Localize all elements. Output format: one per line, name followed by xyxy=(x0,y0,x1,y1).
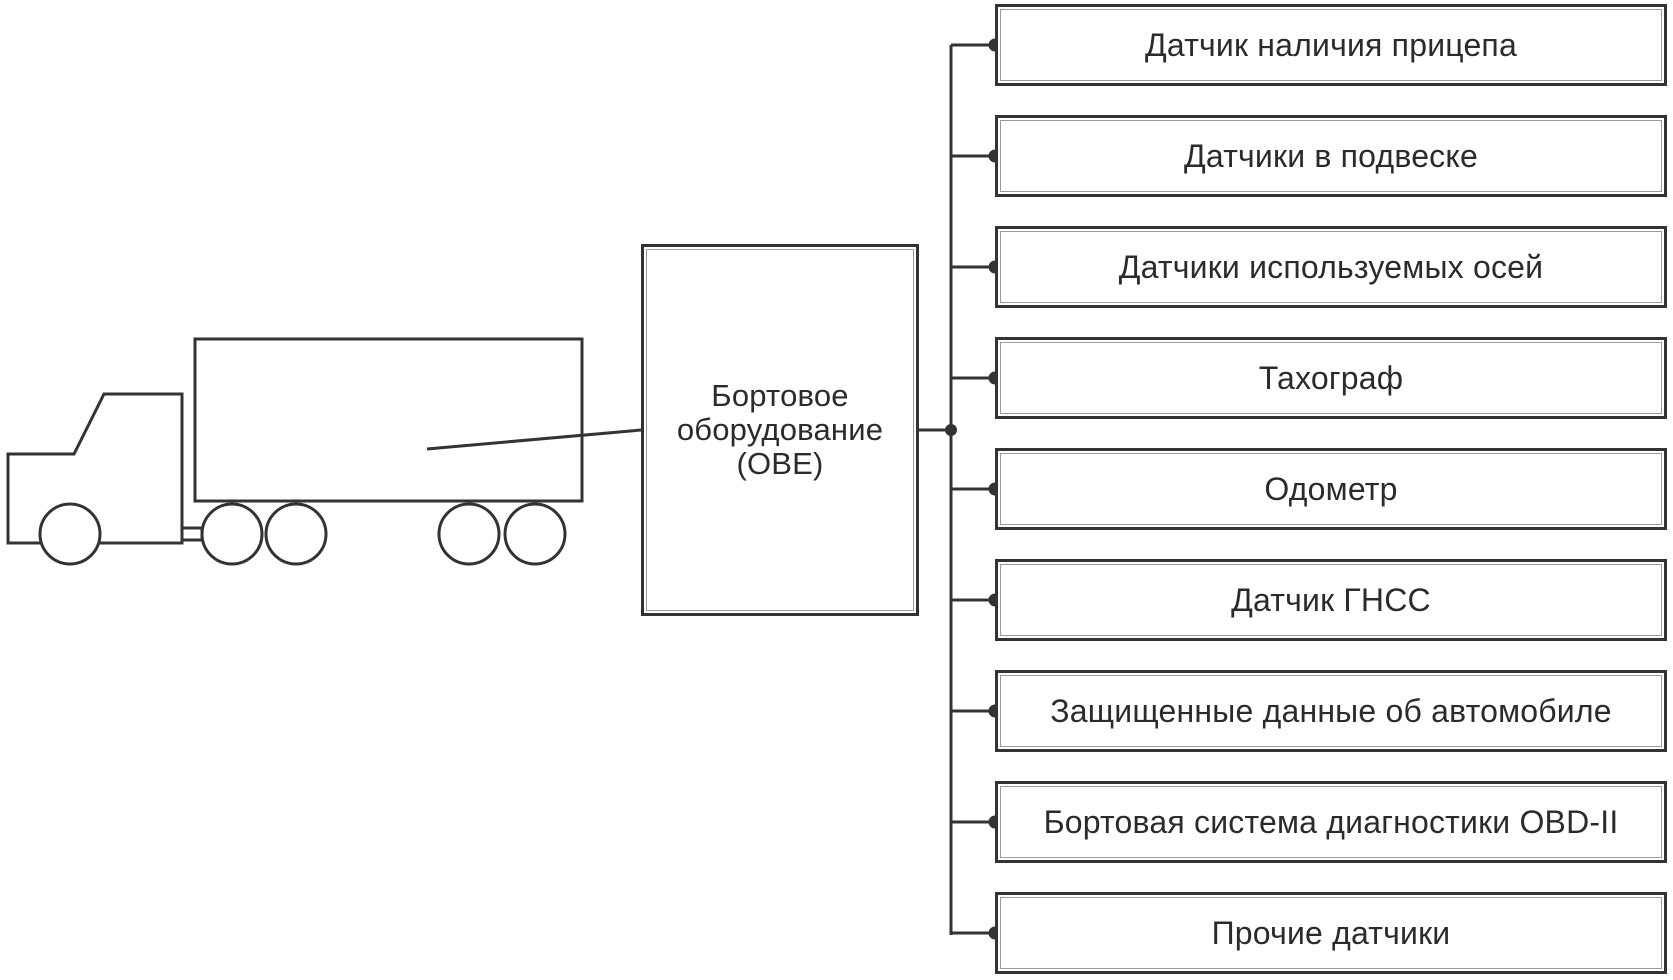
sensor-box-other-sensors: Прочие датчики xyxy=(995,892,1667,974)
truck-rear-wheel-2 xyxy=(264,502,328,566)
truck-cab xyxy=(6,392,184,545)
sensor-box-gnss: Датчик ГНСС xyxy=(995,559,1667,641)
sensor-box-obd-ii: Бортовая система диагностики OBD-II xyxy=(995,781,1667,863)
truck-rear-wheel-1 xyxy=(200,502,264,566)
sensor-box-suspension: Датчики в подвеске xyxy=(995,115,1667,197)
sensor-box-secured-vehicle-data: Защищенные данные об автомобиле xyxy=(995,670,1667,752)
sensor-box-tachograph: Тахограф xyxy=(995,337,1667,419)
trailer-wheel-2 xyxy=(503,502,567,566)
sensor-box-trailer-presence: Датчик наличия прицепа xyxy=(995,4,1667,86)
sensor-label: Датчики в подвеске xyxy=(1184,138,1478,174)
obe-label: Бортовое оборудование (OBE) xyxy=(676,378,884,481)
sensor-label: Тахограф xyxy=(1258,360,1404,396)
sensor-label: Защищенные данные об автомобиле xyxy=(1050,693,1612,729)
sensor-label: Одометр xyxy=(1264,471,1398,507)
sensor-label: Датчики используемых осей xyxy=(1118,249,1544,285)
sensor-label: Датчик наличия прицепа xyxy=(1145,27,1517,63)
sensor-branches xyxy=(951,38,1002,940)
obe-box: Бортовое оборудование (OBE) xyxy=(641,244,919,616)
sensor-box-axles-in-use: Датчики используемых осей xyxy=(995,226,1667,308)
truck-coupling xyxy=(180,526,204,542)
truck-cargo-body xyxy=(193,337,584,503)
sensor-label: Бортовая система диагностики OBD-II xyxy=(1043,804,1619,840)
truck-front-wheel xyxy=(38,502,102,566)
sensor-label: Прочие датчики xyxy=(1211,915,1451,951)
truck-to-obe-connector xyxy=(426,428,642,451)
trailer-wheel-1 xyxy=(437,502,501,566)
sensor-box-odometer: Одометр xyxy=(995,448,1667,530)
sensor-label: Датчик ГНСС xyxy=(1231,582,1431,618)
truck-icon xyxy=(6,337,584,566)
